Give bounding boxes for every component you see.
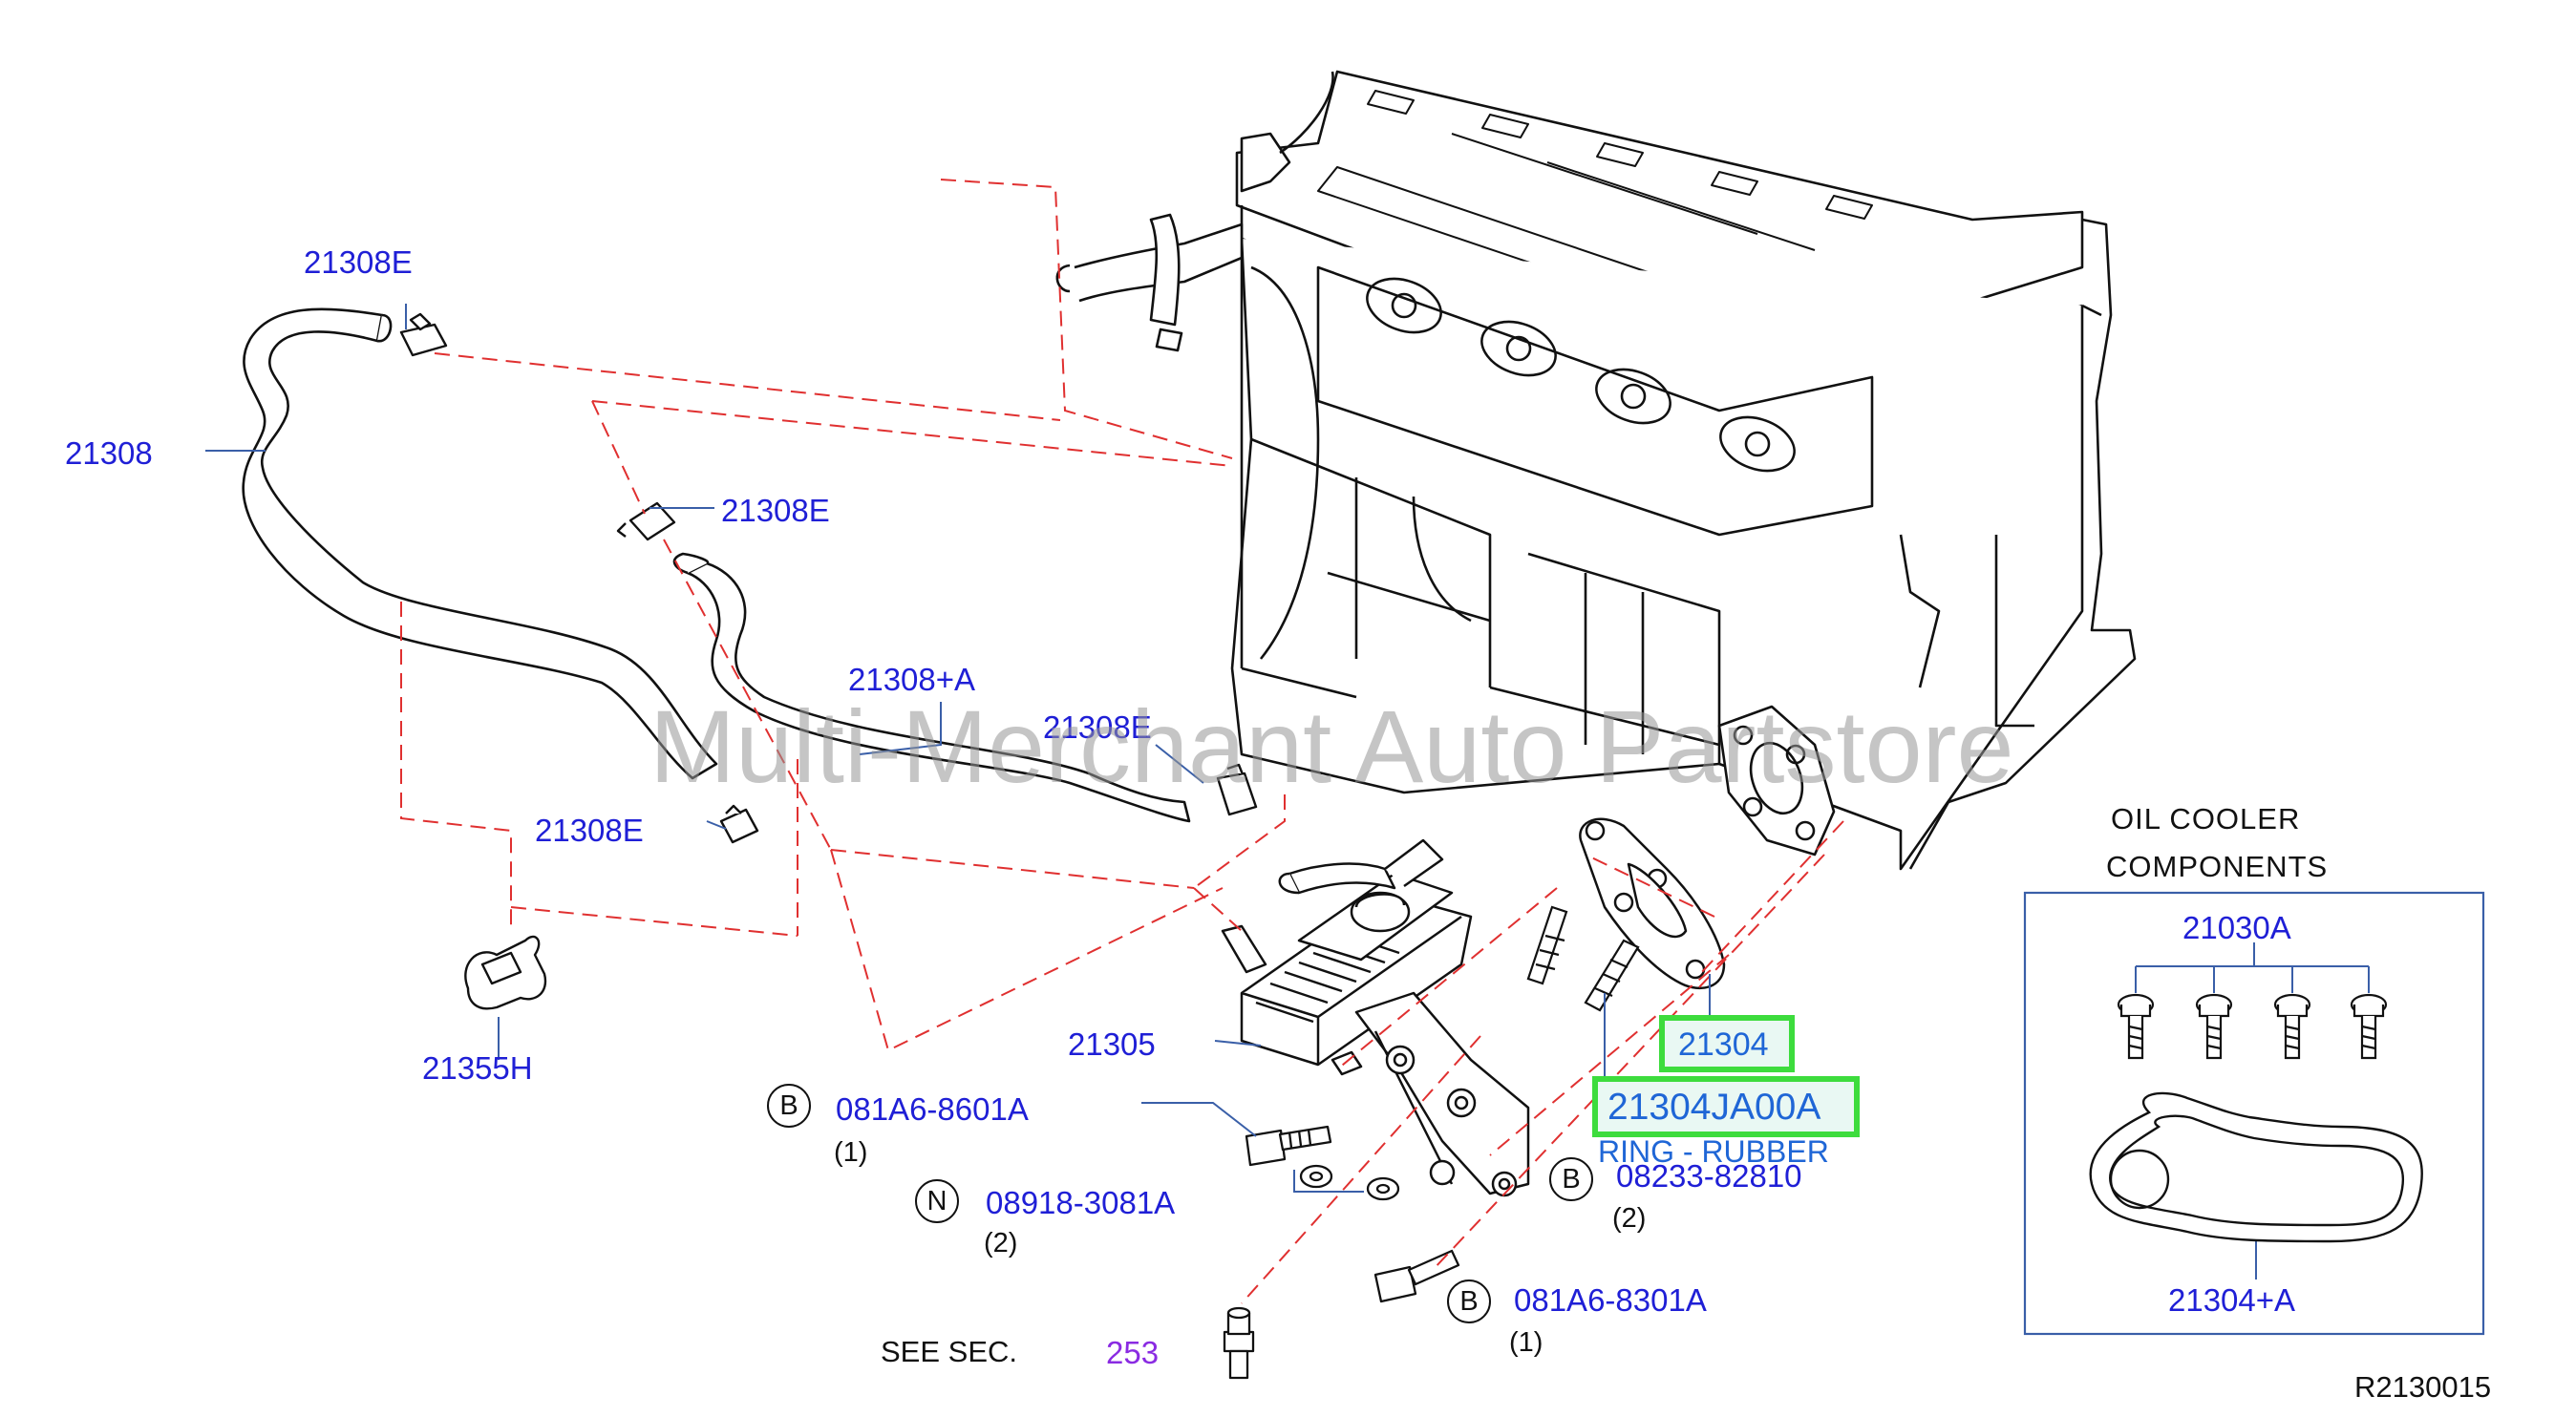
label-21304ja00a: 21304JA00A [1607,1087,1821,1128]
label-08233-82810: 08233-82810 [1616,1158,1802,1194]
label-21305: 21305 [1068,1026,1156,1062]
gasket-21304 [1579,817,1726,990]
components-box [2023,891,2485,1336]
label-08918-3081a: 08918-3081A [986,1185,1176,1220]
badge-b-2: B [1549,1157,1593,1201]
highlight-21304[interactable] [1659,1015,1795,1072]
qty-081a6-8301a: (1) [1509,1327,1543,1358]
components-title-line1: OIL COOLER [2111,802,2301,835]
label-21308e-top: 21308E [304,244,413,280]
clip-21355h [464,935,547,1010]
bolt-081a6-8601a [1245,1125,1332,1167]
component-ring [2089,1091,2423,1243]
label-21308: 21308 [65,435,153,471]
label-21308e-mid: 21308E [721,493,830,528]
label-21355h: 21355H [422,1050,533,1086]
badge-n: N [915,1179,959,1223]
nut-08918-3081a [1299,1164,1400,1201]
label-081a6-8601a: 081A6-8601A [836,1091,1029,1127]
label-21308a: 21308+A [848,662,976,697]
label-21308e-low: 21308E [535,813,644,848]
reference-code: R2130015 [2354,1370,2492,1404]
label-21030a: 21030A [2182,910,2291,945]
hose-21308a [672,552,1191,823]
badge-b-3: B [1447,1280,1491,1323]
qty-081a6-8601a: (1) [834,1137,868,1168]
label-21308e-right: 21308E [1043,709,1152,745]
engine-block [1055,70,2137,871]
highlight-21304ja00a[interactable] [1592,1076,1860,1137]
see-section-link[interactable]: 253 [1106,1335,1160,1370]
hose-clamp-mid [616,501,676,541]
hose-21308 [242,307,718,780]
assembly-lines [400,179,1844,1304]
studs-08233 [1526,905,1640,1012]
see-section-text: SEE SEC. [881,1335,1017,1368]
hose-clamp-right [1216,763,1258,816]
component-bolts [2117,993,2388,1060]
hose-clamp-low [719,804,759,844]
qty-08233-82810: (2) [1612,1203,1647,1234]
label-21304: 21304 [1678,1026,1769,1063]
badge-b-1: B [767,1084,811,1128]
label-081a6-8301a: 081A6-8301A [1514,1282,1707,1318]
hose-clamp-top [399,312,448,357]
oil-cooler-21305 [1221,838,1530,1197]
label-ring-rubber: RING - RUBBER [1598,1134,1829,1169]
watermark: Multi-Merchant Auto Partstore [649,688,2014,804]
components-title-line2: COMPONENTS [2106,850,2329,883]
label-21304a: 21304+A [2168,1282,2296,1318]
bolt-081a6-8301a [1373,1249,1460,1303]
qty-08918-3081a: (2) [984,1228,1018,1258]
fitting-253 [1223,1306,1255,1380]
